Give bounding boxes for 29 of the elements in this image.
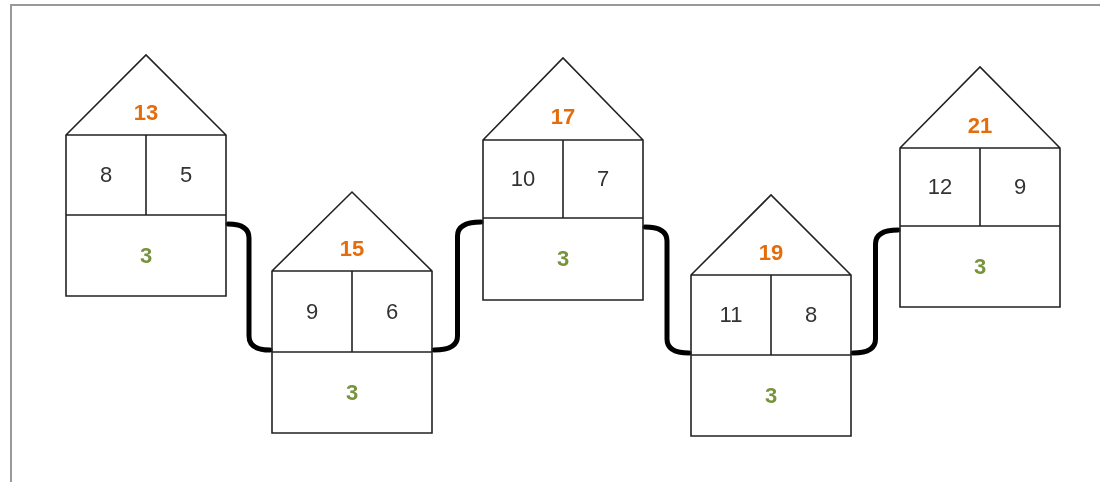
cell-number: 11 [719, 304, 743, 326]
cell-number: 9 [1013, 176, 1027, 198]
house-outline [900, 67, 1060, 307]
curly-connector [642, 224, 692, 356]
roof-number: 13 [133, 102, 159, 124]
cell-number: 8 [99, 164, 113, 186]
cell-number: 10 [510, 168, 536, 190]
roof-number: 21 [967, 114, 993, 137]
base-number: 3 [345, 381, 359, 404]
cell-number: 5 [179, 164, 193, 186]
cell-number: 8 [804, 304, 818, 326]
house-outline [691, 195, 851, 436]
cell-number: 6 [385, 300, 399, 323]
house-outline [66, 55, 226, 296]
base-number: 3 [973, 255, 987, 278]
curly-connector [850, 227, 901, 356]
roof-number: 15 [339, 238, 365, 261]
house-outline [483, 58, 643, 300]
base-number: 3 [139, 244, 153, 267]
base-number: 3 [556, 248, 570, 270]
cell-number: 9 [305, 300, 319, 323]
base-number: 3 [764, 384, 778, 407]
curly-connector [225, 221, 273, 353]
curly-connector [431, 219, 484, 353]
cell-number: 7 [596, 168, 610, 190]
roof-number: 17 [550, 106, 576, 129]
roof-number: 19 [758, 242, 784, 264]
house-outline [272, 192, 432, 433]
cell-number: 12 [927, 176, 953, 198]
